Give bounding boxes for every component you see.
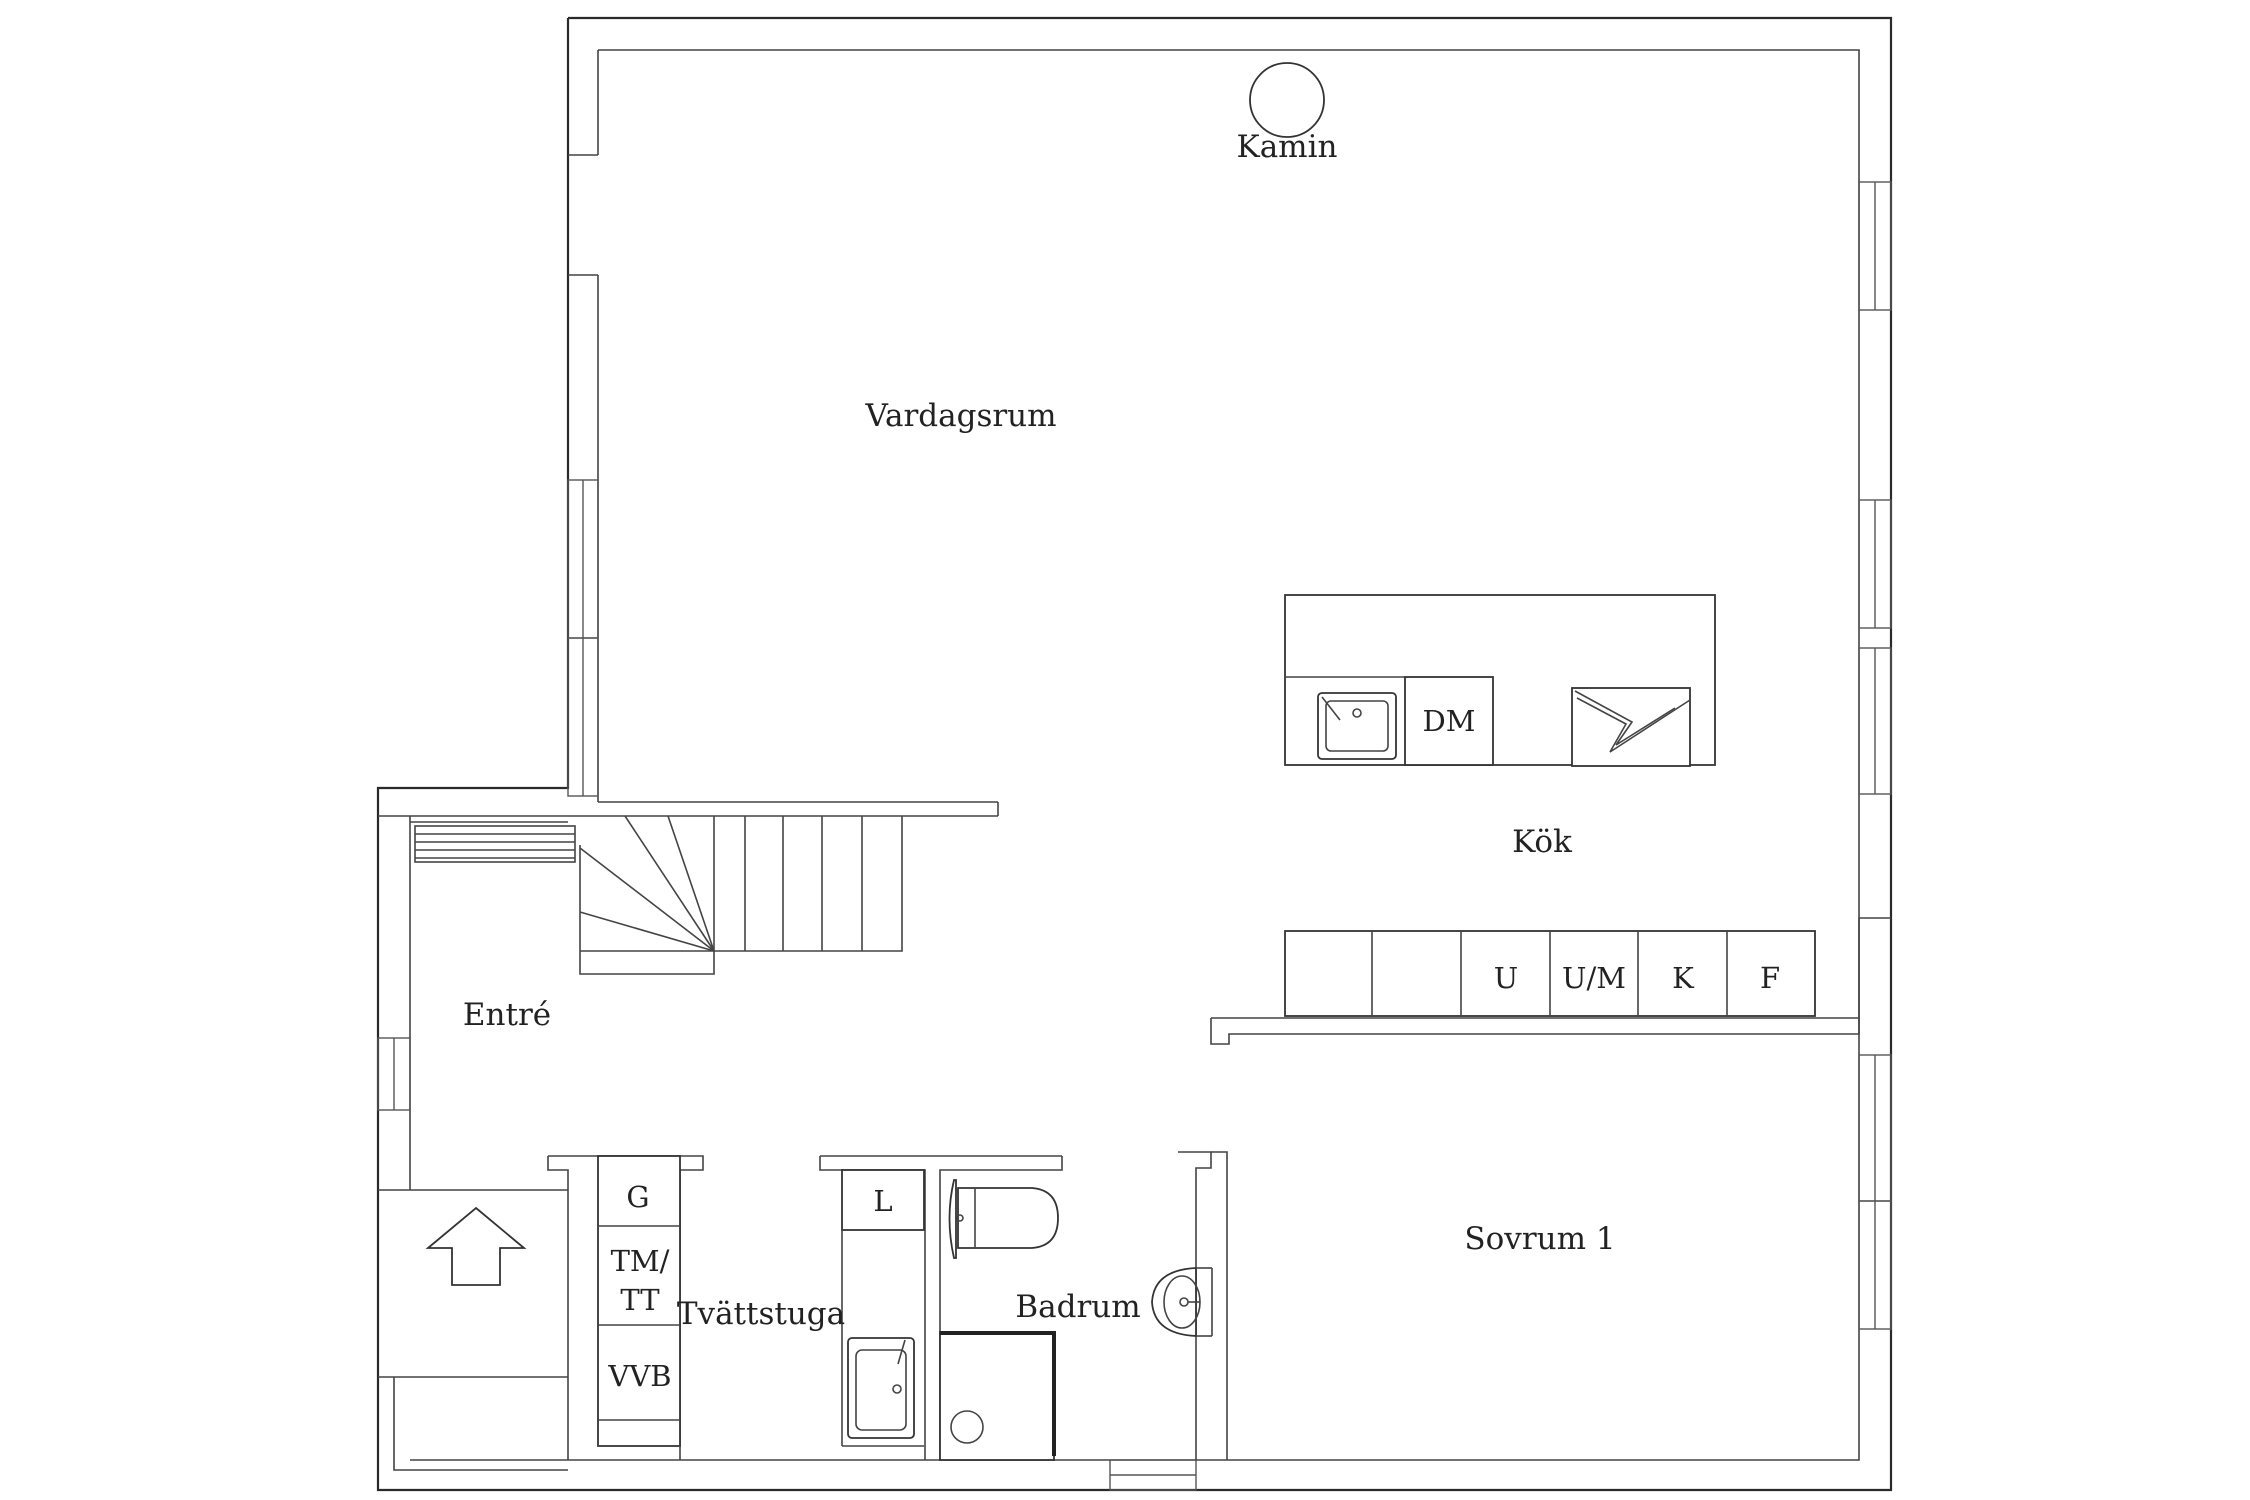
room-label-sovrum1: Sovrum 1 bbox=[1464, 1221, 1615, 1257]
stove-icon bbox=[1571, 687, 1691, 767]
interior-walls bbox=[410, 821, 1891, 1460]
fixture-label-dm: DM bbox=[1423, 704, 1476, 738]
fixture-label-u: U bbox=[1494, 961, 1518, 995]
staircase bbox=[414, 815, 903, 975]
arrow-up-icon bbox=[425, 1206, 527, 1286]
fixture-label-k: K bbox=[1672, 961, 1695, 995]
sink-icon bbox=[847, 1337, 915, 1439]
room-label-kok: Kök bbox=[1512, 824, 1572, 860]
room-label-tvattstuga: Tvättstuga bbox=[677, 1296, 845, 1332]
toilet-icon bbox=[948, 1179, 1059, 1259]
fixture-label-tm: TM/ bbox=[611, 1244, 670, 1278]
fixture-label-l: L bbox=[873, 1184, 892, 1218]
entrance-porch bbox=[378, 1189, 568, 1471]
fixture-label-tt: TT bbox=[620, 1283, 660, 1317]
room-label-badrum: Badrum bbox=[1015, 1289, 1140, 1325]
sink-icon bbox=[1317, 692, 1397, 760]
laundry-appliances bbox=[597, 1155, 681, 1447]
windows bbox=[377, 181, 1892, 1491]
room-label-kamin: Kamin bbox=[1237, 129, 1338, 165]
fireplace-icon bbox=[1249, 62, 1325, 138]
sink-icon bbox=[1151, 1267, 1213, 1337]
shower bbox=[939, 1331, 1056, 1461]
fixture-label-g: G bbox=[626, 1180, 649, 1214]
fixture-label-um: U/M bbox=[1562, 961, 1626, 995]
room-label-entre: Entré bbox=[463, 997, 551, 1033]
bath-cabinet bbox=[841, 1169, 925, 1447]
room-label-vardagsrum: Vardagsrum bbox=[864, 398, 1056, 434]
fixture-label-vvb: VVB bbox=[607, 1359, 671, 1393]
kitchen-counter bbox=[1284, 930, 1816, 1017]
fixture-label-f: F bbox=[1760, 961, 1780, 995]
